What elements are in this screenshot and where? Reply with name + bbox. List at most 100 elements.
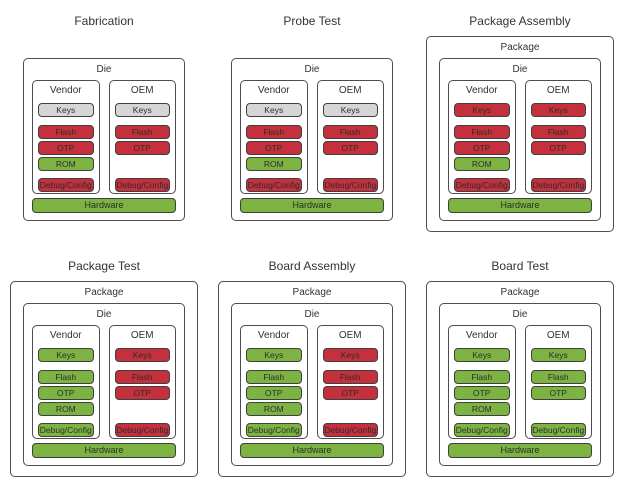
vendor-column: Vendor Keys Flash OTP ROM Debug/Config — [32, 325, 100, 439]
oem-label: OEM — [338, 85, 362, 96]
oem-keys-box: Keys — [530, 348, 586, 362]
vendor-label: Vendor — [257, 330, 290, 341]
oem-flash-box: Flash — [322, 125, 378, 139]
oem-label: OEM — [338, 330, 362, 341]
vendor-debug-config-box: Debug/Config — [454, 423, 510, 437]
oem-otp-box: OTP — [530, 386, 586, 400]
oem-keys-box: Keys — [530, 103, 586, 117]
package-box: Package Die Vendor Keys Flash OTP ROM De… — [10, 281, 198, 477]
stage-title: Fabrication — [74, 14, 134, 28]
package-box: Package Die Vendor Keys Flash OTP ROM De… — [218, 281, 406, 477]
vendor-otp-box: OTP — [38, 386, 94, 400]
stage-title: Package Test — [68, 259, 140, 273]
vendor-otp-box: OTP — [38, 141, 94, 155]
vendor-label: Vendor — [49, 85, 82, 96]
vendor-otp-box: OTP — [454, 141, 510, 155]
package-label: Package — [292, 287, 332, 298]
oem-column: OEM Keys Flash OTP Debug/Config — [108, 325, 176, 439]
oem-debug-config-box: Debug/Config — [114, 178, 170, 192]
die-columns: Vendor Keys Flash OTP ROM Debug/Config O… — [448, 325, 592, 439]
vendor-column: Vendor Keys Flash OTP ROM Debug/Config — [32, 80, 100, 194]
vendor-rom-box: ROM — [454, 157, 510, 171]
oem-label: OEM — [130, 330, 154, 341]
oem-flash-box: Flash — [114, 370, 170, 384]
die-box: Die Vendor Keys Flash OTP ROM Debug/Conf… — [231, 58, 393, 221]
oem-label: OEM — [130, 85, 154, 96]
die-box: Die Vendor Keys Flash OTP ROM Debug/Conf… — [231, 303, 393, 466]
vendor-debug-config-box: Debug/Config — [38, 178, 94, 192]
vendor-otp-box: OTP — [246, 141, 302, 155]
vendor-keys-box: Keys — [38, 348, 94, 362]
vendor-debug-config-box: Debug/Config — [38, 423, 94, 437]
oem-keys-box: Keys — [322, 103, 378, 117]
oem-flash-box: Flash — [530, 370, 586, 384]
package-box: Package Die Vendor Keys Flash OTP ROM De… — [426, 36, 614, 232]
package-label: Package — [84, 287, 124, 298]
vendor-flash-box: Flash — [246, 370, 302, 384]
oem-column: OEM Keys Flash OTP Debug/Config — [316, 325, 384, 439]
hardware-bar: Hardware — [240, 443, 384, 458]
vendor-label: Vendor — [257, 85, 290, 96]
die-box: Die Vendor Keys Flash OTP ROM Debug/Conf… — [439, 303, 601, 466]
hardware-bar: Hardware — [448, 443, 592, 458]
vendor-column: Vendor Keys Flash OTP ROM Debug/Config — [448, 325, 516, 439]
oem-debug-config-box: Debug/Config — [530, 178, 586, 192]
oem-column: OEM Keys Flash OTP Debug/Config — [108, 80, 176, 194]
die-columns: Vendor Keys Flash OTP ROM Debug/Config O… — [32, 80, 176, 194]
oem-keys-box: Keys — [114, 348, 170, 362]
oem-keys-box: Keys — [114, 103, 170, 117]
vendor-keys-box: Keys — [246, 348, 302, 362]
stage-package-assembly: Package Assembly Package Die Vendor Keys… — [416, 0, 624, 245]
package-label: Package — [500, 287, 540, 298]
package-box: Die Vendor Keys Flash OTP ROM Debug/Conf… — [10, 36, 198, 232]
oem-debug-config-box: Debug/Config — [322, 178, 378, 192]
die-columns: Vendor Keys Flash OTP ROM Debug/Config O… — [240, 80, 384, 194]
vendor-rom-box: ROM — [38, 157, 94, 171]
vendor-column: Vendor Keys Flash OTP ROM Debug/Config — [240, 80, 308, 194]
stage-board-test: Board Test Package Die Vendor Keys Flash… — [416, 245, 624, 485]
vendor-rom-box: ROM — [246, 157, 302, 171]
vendor-label: Vendor — [465, 85, 498, 96]
die-label: Die — [96, 64, 112, 75]
oem-label: OEM — [546, 330, 570, 341]
vendor-label: Vendor — [465, 330, 498, 341]
vendor-flash-box: Flash — [246, 125, 302, 139]
vendor-flash-box: Flash — [38, 370, 94, 384]
vendor-flash-box: Flash — [454, 370, 510, 384]
hardware-bar: Hardware — [32, 198, 176, 213]
vendor-debug-config-box: Debug/Config — [246, 423, 302, 437]
stage-board-assembly: Board Assembly Package Die Vendor Keys F… — [208, 245, 416, 485]
die-label: Die — [512, 64, 528, 75]
vendor-keys-box: Keys — [454, 103, 510, 117]
oem-keys-box: Keys — [322, 348, 378, 362]
package-label: Package — [500, 42, 540, 53]
vendor-column: Vendor Keys Flash OTP ROM Debug/Config — [240, 325, 308, 439]
oem-otp-box: OTP — [322, 141, 378, 155]
oem-otp-box: OTP — [114, 141, 170, 155]
vendor-column: Vendor Keys Flash OTP ROM Debug/Config — [448, 80, 516, 194]
stage-title: Board Test — [491, 259, 549, 273]
die-columns: Vendor Keys Flash OTP ROM Debug/Config O… — [32, 325, 176, 439]
vendor-rom-box: ROM — [246, 402, 302, 416]
die-columns: Vendor Keys Flash OTP ROM Debug/Config O… — [240, 325, 384, 439]
die-box: Die Vendor Keys Flash OTP ROM Debug/Conf… — [439, 58, 601, 221]
oem-column: OEM Keys Flash OTP Debug/Config — [316, 80, 384, 194]
vendor-flash-box: Flash — [38, 125, 94, 139]
stage-fabrication: Fabrication Die Vendor Keys Flash OTP RO… — [0, 0, 208, 245]
stage-probe-test: Probe Test Die Vendor Keys Flash OTP ROM… — [208, 0, 416, 245]
oem-otp-box: OTP — [530, 141, 586, 155]
stage-package-test: Package Test Package Die Vendor Keys Fla… — [0, 245, 208, 485]
oem-debug-config-box: Debug/Config — [322, 423, 378, 437]
hardware-bar: Hardware — [448, 198, 592, 213]
die-label: Die — [304, 64, 320, 75]
hardware-bar: Hardware — [240, 198, 384, 213]
oem-debug-config-box: Debug/Config — [114, 423, 170, 437]
vendor-keys-box: Keys — [246, 103, 302, 117]
oem-column: OEM Keys Flash OTP Debug/Config — [524, 80, 592, 194]
oem-column: OEM Keys Flash OTP Debug/Config — [524, 325, 592, 439]
die-columns: Vendor Keys Flash OTP ROM Debug/Config O… — [448, 80, 592, 194]
oem-label: OEM — [546, 85, 570, 96]
vendor-debug-config-box: Debug/Config — [246, 178, 302, 192]
vendor-keys-box: Keys — [38, 103, 94, 117]
